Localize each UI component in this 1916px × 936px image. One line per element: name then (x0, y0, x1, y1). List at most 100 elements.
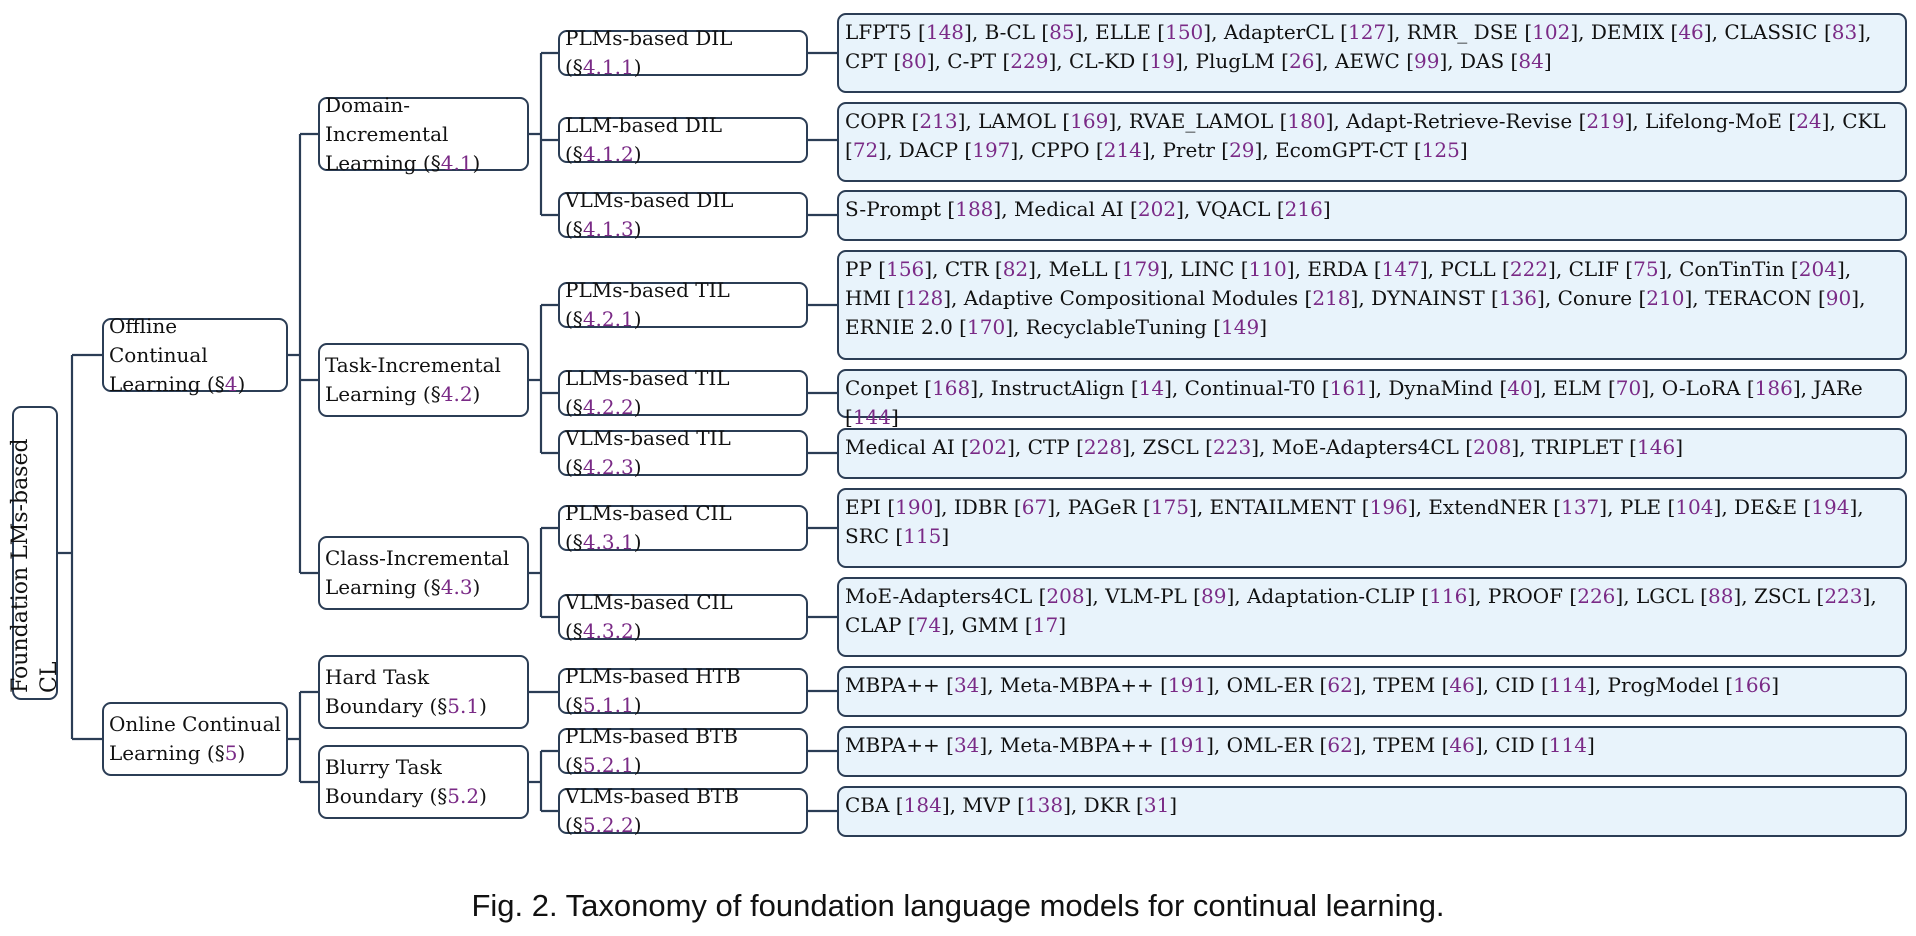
citation-link[interactable]: 34 (953, 733, 980, 757)
citation-link[interactable]: 196 (1369, 495, 1408, 519)
citation-link[interactable]: 226 (1577, 584, 1616, 608)
citation-link[interactable]: 214 (1103, 138, 1142, 162)
citation-link[interactable]: 125 (1421, 138, 1460, 162)
citation-link[interactable]: 115 (903, 524, 942, 548)
citation-link[interactable]: 72 (852, 138, 879, 162)
citation-link[interactable]: 229 (1010, 49, 1049, 73)
citation-link[interactable]: 223 (1824, 584, 1863, 608)
citation-link[interactable]: 40 (1507, 376, 1533, 400)
citation-link[interactable]: 138 (1024, 793, 1064, 817)
citation-link[interactable]: 190 (895, 495, 934, 519)
leaf-references: CBA [184], MVP [138], DKR [31] (845, 793, 1178, 817)
leaf-references: Conpet [168], InstructAlign [14], Contin… (845, 376, 1863, 429)
citation-link[interactable]: 202 (1137, 197, 1177, 221)
citation-link[interactable]: 149 (1221, 315, 1260, 339)
method-name: ERDA (1307, 257, 1368, 281)
citation-link[interactable]: 208 (1046, 584, 1085, 608)
citation-link[interactable]: 74 (915, 613, 942, 637)
citation-link[interactable]: 194 (1811, 495, 1850, 519)
citation-link[interactable]: 147 (1381, 257, 1420, 281)
citation-link[interactable]: 188 (955, 197, 994, 221)
method-name: CKL (1842, 109, 1886, 133)
citation-link[interactable]: 67 (1021, 495, 1048, 519)
citation-link[interactable]: 26 (1288, 49, 1315, 73)
method-name: ZSCL (1142, 435, 1199, 459)
citation-link[interactable]: 24 (1796, 109, 1822, 133)
citation-link[interactable]: 102 (1532, 20, 1571, 44)
citation-link[interactable]: 202 (968, 435, 1008, 459)
citation-link[interactable]: 70 (1615, 376, 1642, 400)
citation-link[interactable]: 156 (886, 257, 925, 281)
citation-link[interactable]: 184 (903, 793, 942, 817)
category-online: Online Continual Learning (§5) (102, 702, 288, 776)
citation-link[interactable]: 89 (1201, 584, 1227, 608)
citation-link[interactable]: 88 (1707, 584, 1734, 608)
method-name: LAMOL (978, 109, 1056, 133)
citation-link[interactable]: 62 (1327, 673, 1353, 697)
citation-link[interactable]: 80 (901, 49, 927, 73)
citation-link[interactable]: 29 (1229, 138, 1255, 162)
method-name: CBA (845, 793, 890, 817)
citation-link[interactable]: 166 (1733, 673, 1772, 697)
citation-link[interactable]: 46 (1449, 673, 1475, 697)
citation-link[interactable]: 218 (1312, 286, 1351, 310)
citation-link[interactable]: 150 (1165, 20, 1204, 44)
citation-link[interactable]: 222 (1509, 257, 1549, 281)
method-plms-htb: PLMs-based HTB (§5.1.1) (558, 664, 808, 717)
leaf-references: MBPA++ [34], Meta-MBPA++ [191], OML-ER [… (845, 673, 1780, 697)
citation-link[interactable]: 114 (1548, 673, 1587, 697)
citation-link[interactable]: 31 (1143, 793, 1170, 817)
citation-link[interactable]: 169 (1070, 109, 1109, 133)
citation-link[interactable]: 84 (1518, 49, 1544, 73)
citation-link[interactable]: 148 (925, 20, 965, 44)
citation-link[interactable]: 116 (1429, 584, 1468, 608)
citation-link[interactable]: 170 (967, 315, 1006, 339)
citation-link[interactable]: 208 (1473, 435, 1512, 459)
citation-link[interactable]: 90 (1825, 286, 1852, 310)
citation-link[interactable]: 82 (1002, 257, 1029, 281)
method-name: DAS (1460, 49, 1505, 73)
citation-link[interactable]: 191 (1167, 673, 1207, 697)
citation-link[interactable]: 144 (852, 405, 891, 429)
citation-link[interactable]: 83 (1831, 20, 1858, 44)
citation-link[interactable]: 219 (1586, 109, 1625, 133)
citation-link[interactable]: 228 (1083, 435, 1123, 459)
citation-link[interactable]: 136 (1498, 286, 1538, 310)
citation-link[interactable]: 19 (1149, 49, 1175, 73)
citation-link[interactable]: 204 (1798, 257, 1837, 281)
citation-link[interactable]: 186 (1754, 376, 1793, 400)
method-name: PP (845, 257, 872, 281)
citation-link[interactable]: 62 (1327, 733, 1353, 757)
citation-link[interactable]: 179 (1121, 257, 1160, 281)
method-name: LGCL (1635, 584, 1694, 608)
citation-link[interactable]: 180 (1287, 109, 1326, 133)
citation-link[interactable]: 85 (1049, 20, 1075, 44)
citation-link[interactable]: 114 (1548, 733, 1587, 757)
citation-link[interactable]: 210 (1646, 286, 1685, 310)
citation-link[interactable]: 34 (953, 673, 980, 697)
citation-link[interactable]: 197 (972, 138, 1011, 162)
citation-link[interactable]: 17 (1032, 613, 1059, 637)
method-name: LFPT5 (845, 20, 912, 44)
citation-link[interactable]: 110 (1248, 257, 1287, 281)
citation-link[interactable]: 75 (1633, 257, 1659, 281)
leaf-plms-htb: MBPA++ [34], Meta-MBPA++ [191], OML-ER [… (837, 666, 1907, 717)
citation-link[interactable]: 14 (1138, 376, 1165, 400)
citation-link[interactable]: 161 (1329, 376, 1368, 400)
citation-link[interactable]: 99 (1414, 49, 1440, 73)
citation-link[interactable]: 46 (1449, 733, 1475, 757)
citation-link[interactable]: 223 (1213, 435, 1252, 459)
citation-link[interactable]: 137 (1561, 495, 1600, 519)
citation-link[interactable]: 146 (1637, 435, 1676, 459)
citation-link[interactable]: 127 (1347, 20, 1387, 44)
citation-link[interactable]: 175 (1150, 495, 1190, 519)
citation-link[interactable]: 168 (932, 376, 971, 400)
citation-link[interactable]: 46 (1678, 20, 1704, 44)
citation-link[interactable]: 213 (919, 109, 958, 133)
connector-line (529, 526, 558, 619)
citation-link[interactable]: 216 (1284, 197, 1323, 221)
citation-link[interactable]: 128 (905, 286, 944, 310)
method-name: Adapt-Retrieve-Revise (1346, 109, 1573, 133)
citation-link[interactable]: 104 (1675, 495, 1714, 519)
citation-link[interactable]: 191 (1167, 733, 1207, 757)
